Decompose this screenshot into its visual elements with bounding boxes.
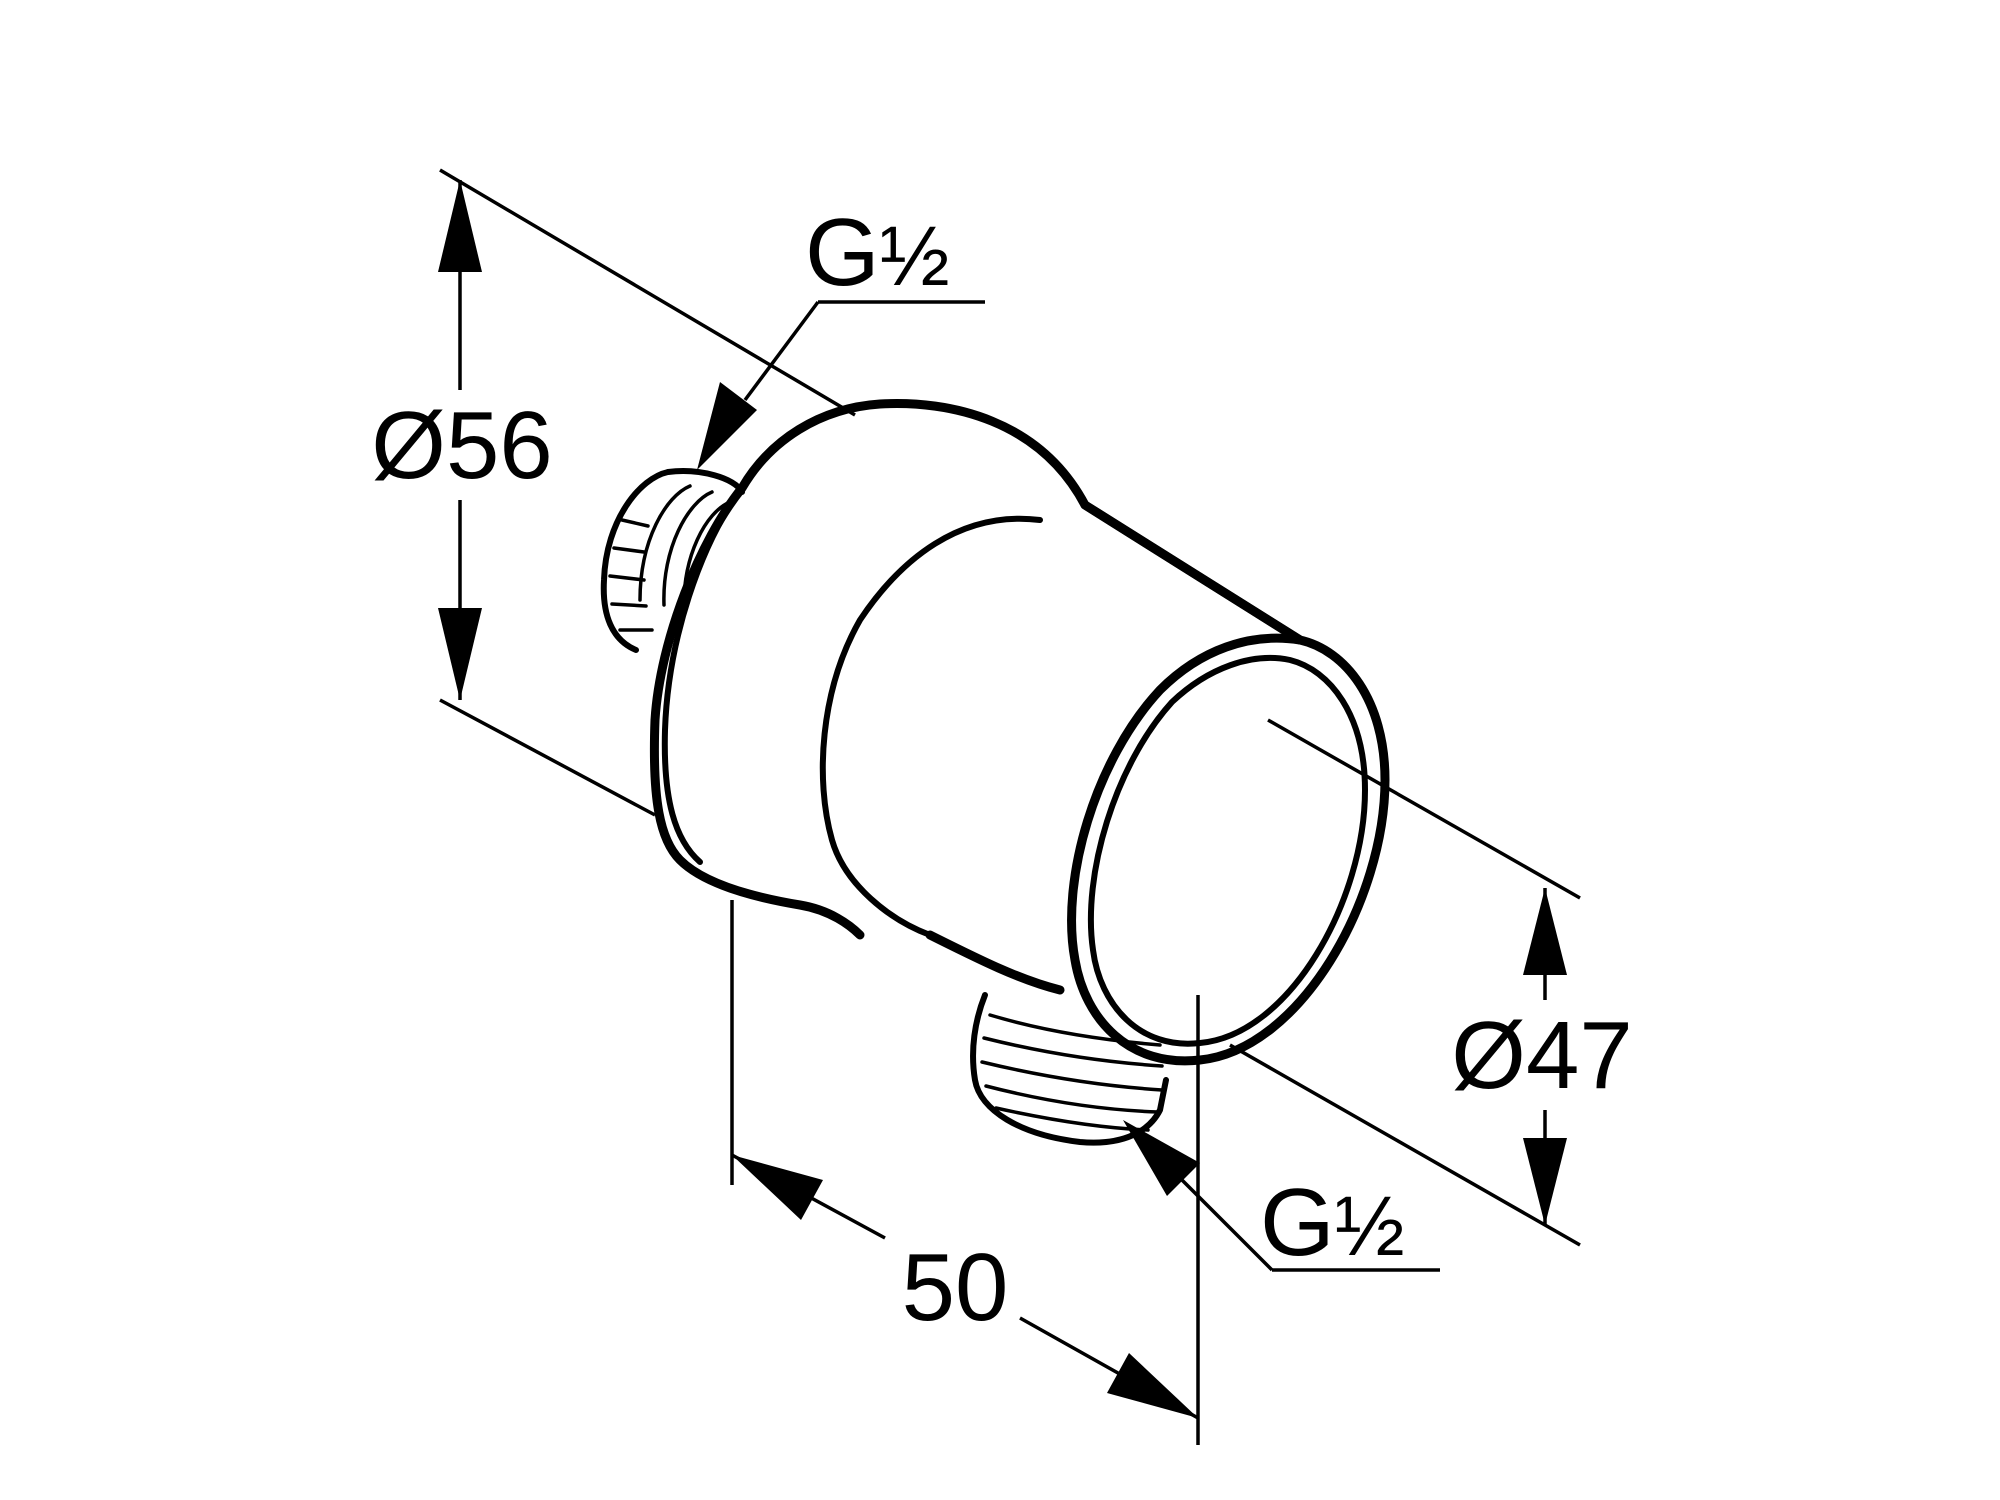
thread-callout-outlet: G½	[1123, 1120, 1440, 1276]
thread-fraction: ½	[880, 209, 950, 303]
extension-line-bottom	[1229, 1043, 1581, 1247]
extension-line-top	[1267, 718, 1581, 900]
front-face-inner	[1087, 654, 1368, 1047]
arrow-up	[438, 180, 482, 272]
dimension-diameter-56: Ø56	[371, 168, 856, 817]
arrow-down	[1523, 1138, 1567, 1225]
thread-letter: G	[805, 199, 880, 306]
inlet-thread	[600, 468, 745, 653]
thread-callout-inlet: G½	[697, 199, 985, 470]
leader-arrow	[1123, 1120, 1200, 1196]
leader-arrow	[697, 382, 757, 470]
label-diameter-56: Ø56	[371, 392, 552, 499]
cylinder-bottom-line	[925, 930, 1065, 995]
thread-letter: G	[1260, 1169, 1335, 1276]
outlet-thread	[970, 992, 1169, 1146]
dimension-depth-50: 50	[730, 900, 1200, 1445]
arrow-up	[1523, 888, 1567, 975]
thread-label-inlet: G½	[805, 199, 950, 306]
label-diameter-47: Ø47	[1451, 1002, 1632, 1109]
body-transition	[819, 515, 1043, 938]
thread-label-outlet: G½	[1260, 1169, 1405, 1276]
wall-outlet-elbow	[600, 399, 1390, 1146]
thread-fraction: ½	[1335, 1179, 1405, 1273]
leader-line-diagonal	[743, 300, 820, 402]
arrow-down	[438, 608, 482, 700]
front-face-outer	[1067, 633, 1390, 1066]
extension-line-top	[439, 168, 856, 417]
arrow-right	[1107, 1353, 1198, 1418]
cylinder-top-line	[1080, 500, 1305, 645]
label-depth-50: 50	[902, 1234, 1009, 1341]
extension-line-bottom	[439, 698, 656, 817]
body-outline	[649, 399, 1305, 940]
dimension-diameter-47: Ø47	[1229, 718, 1633, 1247]
leader-line-diagonal	[1178, 1176, 1274, 1272]
arrow-left	[732, 1155, 823, 1220]
body-back-rim	[661, 485, 745, 865]
